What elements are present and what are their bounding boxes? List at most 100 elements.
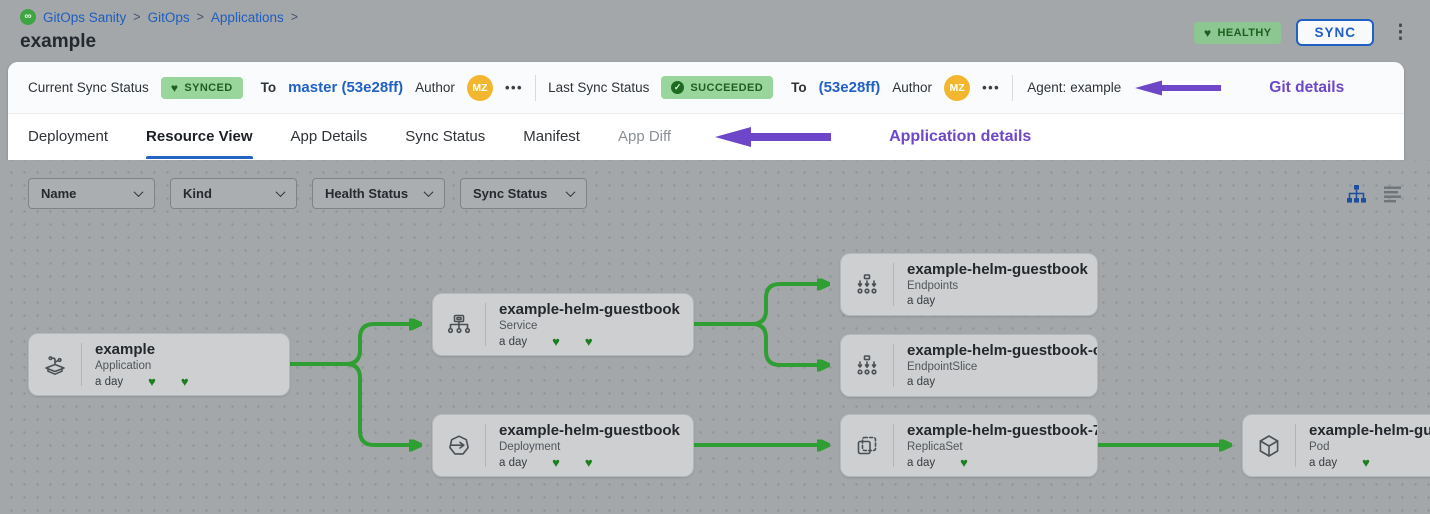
heart-icon: ♥ — [171, 82, 179, 94]
agent-label: Agent: — [1027, 80, 1066, 95]
node-title: example-helm-guest — [1309, 422, 1430, 439]
breadcrumb-link-account[interactable]: GitOps Sanity — [43, 10, 126, 25]
synced-badge-label: SYNCED — [184, 82, 232, 94]
filter-sync-status-dropdown[interactable]: Sync Status — [460, 178, 587, 209]
tab-deployment[interactable]: Deployment — [28, 114, 108, 159]
node-kind: EndpointSlice — [907, 361, 1097, 373]
breadcrumb-link-applications[interactable]: Applications — [211, 10, 284, 25]
succeeded-badge: ✓ SUCCEEDED — [661, 76, 773, 99]
more-options-icon[interactable]: ••• — [505, 80, 523, 95]
node-body: example-helm-guestbook Endpoints a day — [894, 254, 1097, 315]
tab-app-diff[interactable]: App Diff — [618, 114, 671, 159]
tab-resource-view[interactable]: Resource View — [146, 114, 252, 159]
endpoints-icon — [841, 254, 893, 315]
author-label: Author — [892, 80, 932, 95]
application-details-annotation-text: Application details — [889, 128, 1031, 146]
node-meta: a day ♥ ♥ — [95, 375, 289, 388]
to-label: To — [791, 80, 807, 95]
service-icon — [433, 294, 485, 355]
tree-view-icon[interactable] — [1346, 184, 1367, 205]
tab-app-details[interactable]: App Details — [291, 114, 368, 159]
more-menu-icon[interactable]: ⋮ — [1389, 23, 1412, 42]
resource-tree-canvas: Name Kind Health Status Sync Status — [0, 160, 1430, 514]
tab-sync-status[interactable]: Sync Status — [405, 114, 485, 159]
heart-icon: ♥ — [181, 375, 189, 388]
node-deployment[interactable]: example-helm-guestbook Deployment a day … — [432, 414, 694, 477]
list-view-icon[interactable] — [1383, 185, 1402, 204]
node-endpointslice[interactable]: example-helm-guestbook-ct... EndpointSli… — [840, 334, 1098, 397]
node-application-example[interactable]: example Application a day ♥ ♥ — [28, 333, 290, 396]
node-body: example-helm-guest Pod a day ♥ — [1296, 415, 1430, 476]
filter-name-dropdown[interactable]: Name — [28, 178, 155, 209]
filter-name-label: Name — [41, 186, 76, 201]
node-title: example — [95, 341, 289, 358]
chevron-down-icon — [424, 187, 434, 197]
node-body: example-helm-guestbook-74... ReplicaSet … — [894, 415, 1097, 476]
synced-badge: ♥ SYNCED — [161, 77, 243, 99]
header-controls: ♥ HEALTHY SYNC ⋮ — [1194, 19, 1412, 46]
tab-manifest[interactable]: Manifest — [523, 114, 580, 159]
node-body: example Application a day ♥ ♥ — [82, 334, 289, 395]
heart-icon: ♥ — [552, 456, 560, 469]
heart-icon: ♥ — [552, 335, 560, 348]
agent-section: Agent: example — [1025, 80, 1121, 95]
current-sync-label: Current Sync Status — [28, 80, 149, 95]
chevron-down-icon — [276, 187, 286, 197]
app-panel: Current Sync Status ♥ SYNCED To master (… — [8, 62, 1404, 160]
author-avatar: MZ — [467, 75, 493, 101]
current-sync-section: Current Sync Status ♥ SYNCED To master (… — [28, 75, 523, 101]
page-title: example — [20, 31, 96, 53]
node-meta: a day ♥ ♥ — [499, 335, 693, 348]
last-revision-link[interactable]: (53e28ff) — [819, 79, 881, 96]
breadcrumb-separator: > — [133, 10, 140, 24]
current-revision-link[interactable]: master (53e28ff) — [288, 79, 403, 96]
check-circle-icon: ✓ — [671, 81, 684, 94]
agent-value: example — [1070, 80, 1121, 95]
endpointslice-icon — [841, 335, 893, 396]
node-pod[interactable]: example-helm-guest Pod a day ♥ — [1242, 414, 1430, 477]
health-status-badge: ♥ HEALTHY — [1194, 22, 1281, 44]
last-sync-label: Last Sync Status — [548, 80, 649, 95]
replicaset-icon — [841, 415, 893, 476]
node-kind: Pod — [1309, 441, 1430, 453]
filter-health-status-label: Health Status — [325, 186, 408, 201]
node-kind: Application — [95, 360, 289, 372]
more-options-icon[interactable]: ••• — [982, 80, 1000, 95]
purple-arrow-icon — [1135, 79, 1221, 97]
filter-sync-status-label: Sync Status — [473, 186, 547, 201]
node-age: a day — [907, 376, 935, 388]
node-meta: a day — [907, 376, 1097, 388]
filter-kind-label: Kind — [183, 186, 212, 201]
to-label: To — [261, 80, 277, 95]
node-age: a day — [95, 376, 123, 388]
node-meta: a day ♥ ♥ — [499, 456, 693, 469]
filter-health-status-dropdown[interactable]: Health Status — [312, 178, 445, 209]
node-age: a day — [907, 457, 935, 469]
last-sync-section: Last Sync Status ✓ SUCCEEDED To (53e28ff… — [548, 75, 1000, 101]
node-title: example-helm-guestbook — [499, 301, 693, 318]
node-title: example-helm-guestbook — [499, 422, 693, 439]
breadcrumb-separator: > — [291, 10, 298, 24]
breadcrumb-separator: > — [197, 10, 204, 24]
git-details-annotation: Git details — [1135, 79, 1344, 97]
pod-icon — [1243, 415, 1295, 476]
node-replicaset[interactable]: example-helm-guestbook-74... ReplicaSet … — [840, 414, 1098, 477]
sync-button[interactable]: SYNC — [1296, 19, 1374, 46]
tab-bar: Deployment Resource View App Details Syn… — [8, 114, 1404, 159]
breadcrumb: ∞ GitOps Sanity > GitOps > Applications … — [20, 9, 298, 25]
chevron-down-icon — [134, 187, 144, 197]
node-body: example-helm-guestbook Deployment a day … — [486, 415, 693, 476]
heart-icon: ♥ — [1204, 27, 1212, 39]
filter-kind-dropdown[interactable]: Kind — [170, 178, 297, 209]
deployment-icon — [433, 415, 485, 476]
divider — [1012, 75, 1013, 101]
view-toggles — [1346, 184, 1402, 205]
chevron-down-icon — [566, 187, 576, 197]
node-meta: a day ♥ — [907, 456, 1097, 469]
heart-icon: ♥ — [585, 456, 593, 469]
node-endpoints[interactable]: example-helm-guestbook Endpoints a day — [840, 253, 1098, 316]
node-meta: a day — [907, 295, 1097, 307]
breadcrumb-link-gitops[interactable]: GitOps — [148, 10, 190, 25]
node-kind: Endpoints — [907, 280, 1097, 292]
node-service[interactable]: example-helm-guestbook Service a day ♥ ♥ — [432, 293, 694, 356]
